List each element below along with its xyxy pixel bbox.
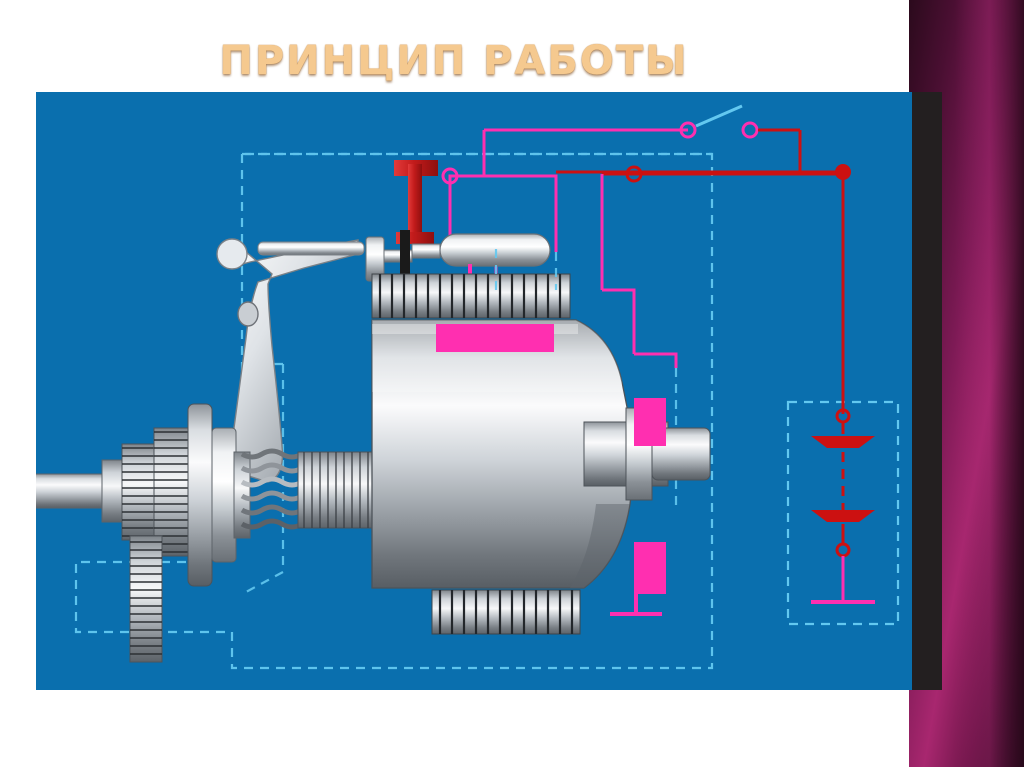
switch-contact	[484, 104, 802, 174]
drive-gear-small	[121, 443, 157, 541]
drive-gear-large	[153, 427, 195, 557]
spring-coupling	[240, 448, 304, 530]
battery-cells	[786, 400, 900, 626]
wiring-node-magenta-left	[441, 167, 459, 185]
bottom-coil-winding	[431, 589, 581, 635]
splined-shaft	[297, 451, 377, 529]
ground-symbol-right	[610, 594, 662, 616]
wiring-node-red	[835, 164, 851, 180]
input-shaft	[36, 459, 125, 523]
diagram-canvas	[36, 92, 912, 690]
clutch-flange-disc	[187, 403, 251, 587]
dark-vertical-block	[908, 92, 942, 690]
magenta-coil-block-top	[436, 324, 554, 352]
lower-idler-gear	[129, 535, 163, 663]
shift-fork-lever	[216, 238, 365, 483]
wiring-node-mid	[625, 165, 643, 183]
page-title: ПРИНЦИП РАБОТЫ	[219, 38, 689, 84]
magenta-coil-block-right-lower	[634, 542, 666, 594]
magenta-coil-block-right-upper	[634, 398, 666, 446]
top-coil-winding	[371, 273, 571, 319]
clutch-drum-body	[371, 319, 634, 589]
housing-detail-lines	[494, 242, 558, 290]
